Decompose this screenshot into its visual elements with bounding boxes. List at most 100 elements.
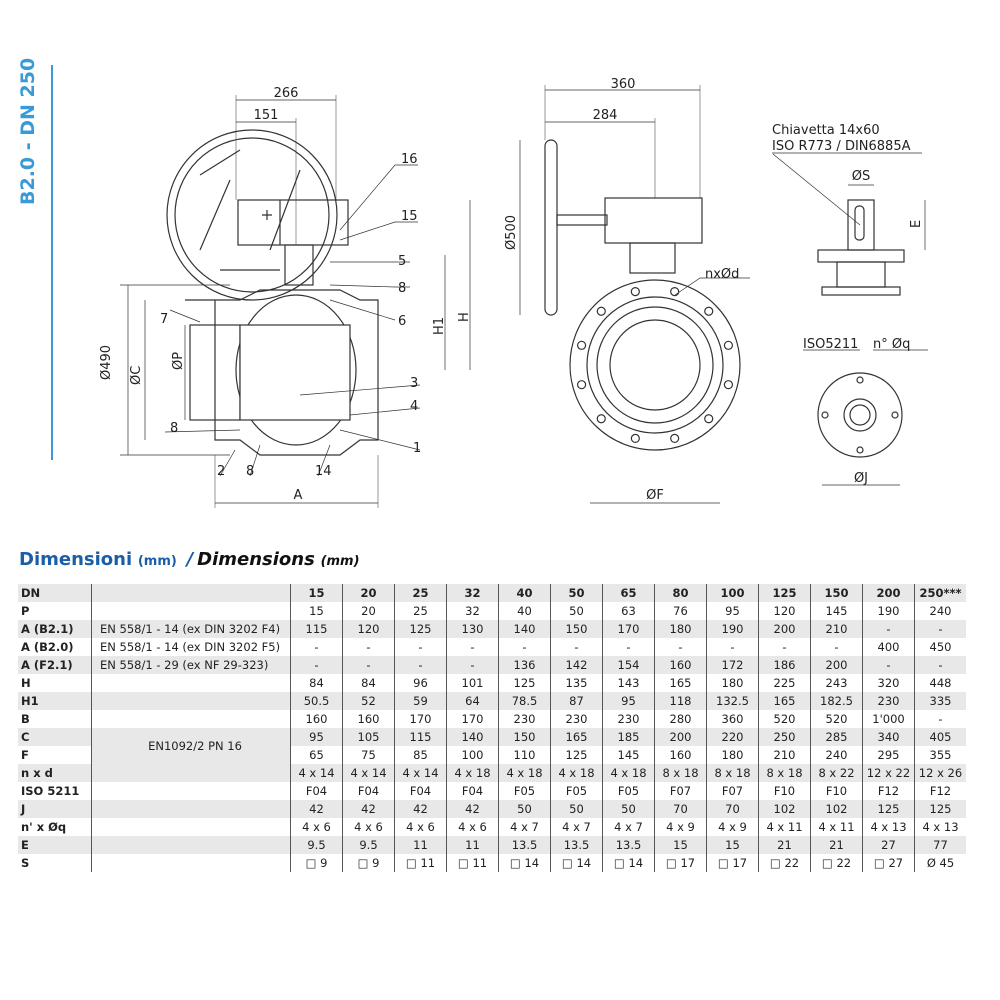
table-cell: 52 bbox=[342, 692, 395, 710]
table-cell: 1'000 bbox=[862, 710, 915, 728]
table-cell: 400 bbox=[862, 638, 915, 656]
table-cell: - bbox=[914, 710, 966, 728]
table-cell: 32 bbox=[446, 602, 499, 620]
svg-text:266: 266 bbox=[274, 86, 299, 101]
shaft-key-detail bbox=[772, 152, 928, 486]
table-cell: 70 bbox=[654, 800, 707, 818]
table-row: A (B2.1)EN 558/1 - 14 (ex DIN 3202 F4)11… bbox=[18, 620, 966, 638]
table-cell: F05 bbox=[550, 782, 603, 800]
svg-text:1: 1 bbox=[413, 441, 421, 456]
table-cell: 190 bbox=[706, 620, 759, 638]
table-cell: 240 bbox=[914, 602, 966, 620]
table-cell: □ 11 bbox=[394, 854, 447, 872]
table-cell: 355 bbox=[914, 746, 966, 764]
table-cell: 132.5 bbox=[706, 692, 759, 710]
side-view-valve bbox=[120, 95, 471, 508]
table-cell: 50 bbox=[550, 800, 603, 818]
table-cell: 15 bbox=[706, 836, 759, 854]
row-label: ISO 5211 bbox=[21, 784, 80, 798]
table-cell: 4 x 7 bbox=[498, 818, 551, 836]
table-cell: 165 bbox=[550, 728, 603, 746]
svg-text:8: 8 bbox=[246, 464, 254, 479]
svg-text:284: 284 bbox=[593, 108, 618, 123]
table-cell: □ 14 bbox=[550, 854, 603, 872]
row-standard bbox=[91, 836, 291, 854]
table-cell: 50 bbox=[550, 602, 603, 620]
row-standard: EN 558/1 - 29 (ex NF 29-323) bbox=[91, 656, 291, 674]
bolt-hole bbox=[630, 433, 640, 444]
table-cell: - bbox=[862, 656, 915, 674]
table-cell: 450 bbox=[914, 638, 966, 656]
table-cell: 12 x 26 bbox=[914, 764, 966, 782]
table-cell: 8 x 18 bbox=[758, 764, 811, 782]
table-cell: 4 x 6 bbox=[342, 818, 395, 836]
svg-text:8: 8 bbox=[398, 281, 406, 296]
table-cell: 85 bbox=[394, 746, 447, 764]
table-cell: 140 bbox=[498, 620, 551, 638]
svg-text:4: 4 bbox=[410, 399, 418, 414]
table-cell: 65 bbox=[290, 746, 343, 764]
table-cell: 200 bbox=[810, 656, 863, 674]
table-cell: 120 bbox=[758, 602, 811, 620]
table-cell: 100 bbox=[446, 746, 499, 764]
table-cell: 230 bbox=[862, 692, 915, 710]
table-cell: 120 bbox=[342, 620, 395, 638]
svg-text:H: H bbox=[457, 312, 472, 322]
svg-text:14: 14 bbox=[315, 464, 332, 479]
table-cell: 4 x 14 bbox=[342, 764, 395, 782]
table-cell: F10 bbox=[810, 782, 863, 800]
svg-text:Ø500: Ø500 bbox=[504, 215, 519, 250]
table-cell: 360 bbox=[706, 710, 759, 728]
row-label: A (F2.1) bbox=[18, 656, 92, 674]
table-cell: 95 bbox=[290, 728, 343, 746]
svg-text:ØP: ØP bbox=[171, 352, 186, 370]
table-cell: - bbox=[914, 620, 966, 638]
table-cell: 42 bbox=[342, 800, 395, 818]
row-standard bbox=[91, 782, 291, 800]
table-cell: - bbox=[706, 638, 759, 656]
svg-text:n° Øq: n° Øq bbox=[873, 337, 910, 352]
table-cell: - bbox=[342, 638, 395, 656]
table-cell: - bbox=[654, 638, 707, 656]
table-cell: □ 22 bbox=[758, 854, 811, 872]
row-label: J bbox=[18, 800, 92, 818]
row-standard: EN 558/1 - 14 (ex DIN 3202 F5) bbox=[91, 638, 291, 656]
table-cell: 150 bbox=[498, 728, 551, 746]
table-cell: 100 bbox=[706, 584, 759, 602]
table-cell: F12 bbox=[914, 782, 966, 800]
table-cell: 8 x 18 bbox=[654, 764, 707, 782]
row-standard bbox=[91, 800, 291, 818]
table-cell: - bbox=[290, 656, 343, 674]
table-cell: 165 bbox=[654, 674, 707, 692]
row-label: S bbox=[21, 856, 30, 870]
svg-text:ISO R773 / DIN6885A: ISO R773 / DIN6885A bbox=[772, 139, 911, 154]
table-cell: 80 bbox=[654, 584, 707, 602]
table-cell: 190 bbox=[862, 602, 915, 620]
table-cell: 102 bbox=[758, 800, 811, 818]
bolt-hole bbox=[630, 286, 640, 297]
row-label: P bbox=[21, 604, 30, 618]
table-cell: 200 bbox=[758, 620, 811, 638]
table-cell: 25 bbox=[394, 602, 447, 620]
table-cell: 280 bbox=[654, 710, 707, 728]
title-italian: Dimensioni bbox=[19, 549, 133, 570]
row-label: E bbox=[18, 836, 92, 854]
table-cell: 125 bbox=[394, 620, 447, 638]
table-cell: 65 bbox=[602, 584, 655, 602]
table-cell: 136 bbox=[498, 656, 551, 674]
svg-text:E: E bbox=[909, 220, 924, 228]
table-cell: 220 bbox=[706, 728, 759, 746]
table-cell: 76 bbox=[654, 602, 707, 620]
table-cell: 200 bbox=[862, 584, 915, 602]
table-cell: 20 bbox=[342, 584, 395, 602]
table-cell: 340 bbox=[862, 728, 915, 746]
row-label: F bbox=[21, 748, 29, 762]
table-cell: 95 bbox=[602, 692, 655, 710]
right-view-labels: Chiavetta 14x60 ISO R773 / DIN6885A ØS E… bbox=[772, 123, 924, 486]
table-cell: 180 bbox=[706, 746, 759, 764]
